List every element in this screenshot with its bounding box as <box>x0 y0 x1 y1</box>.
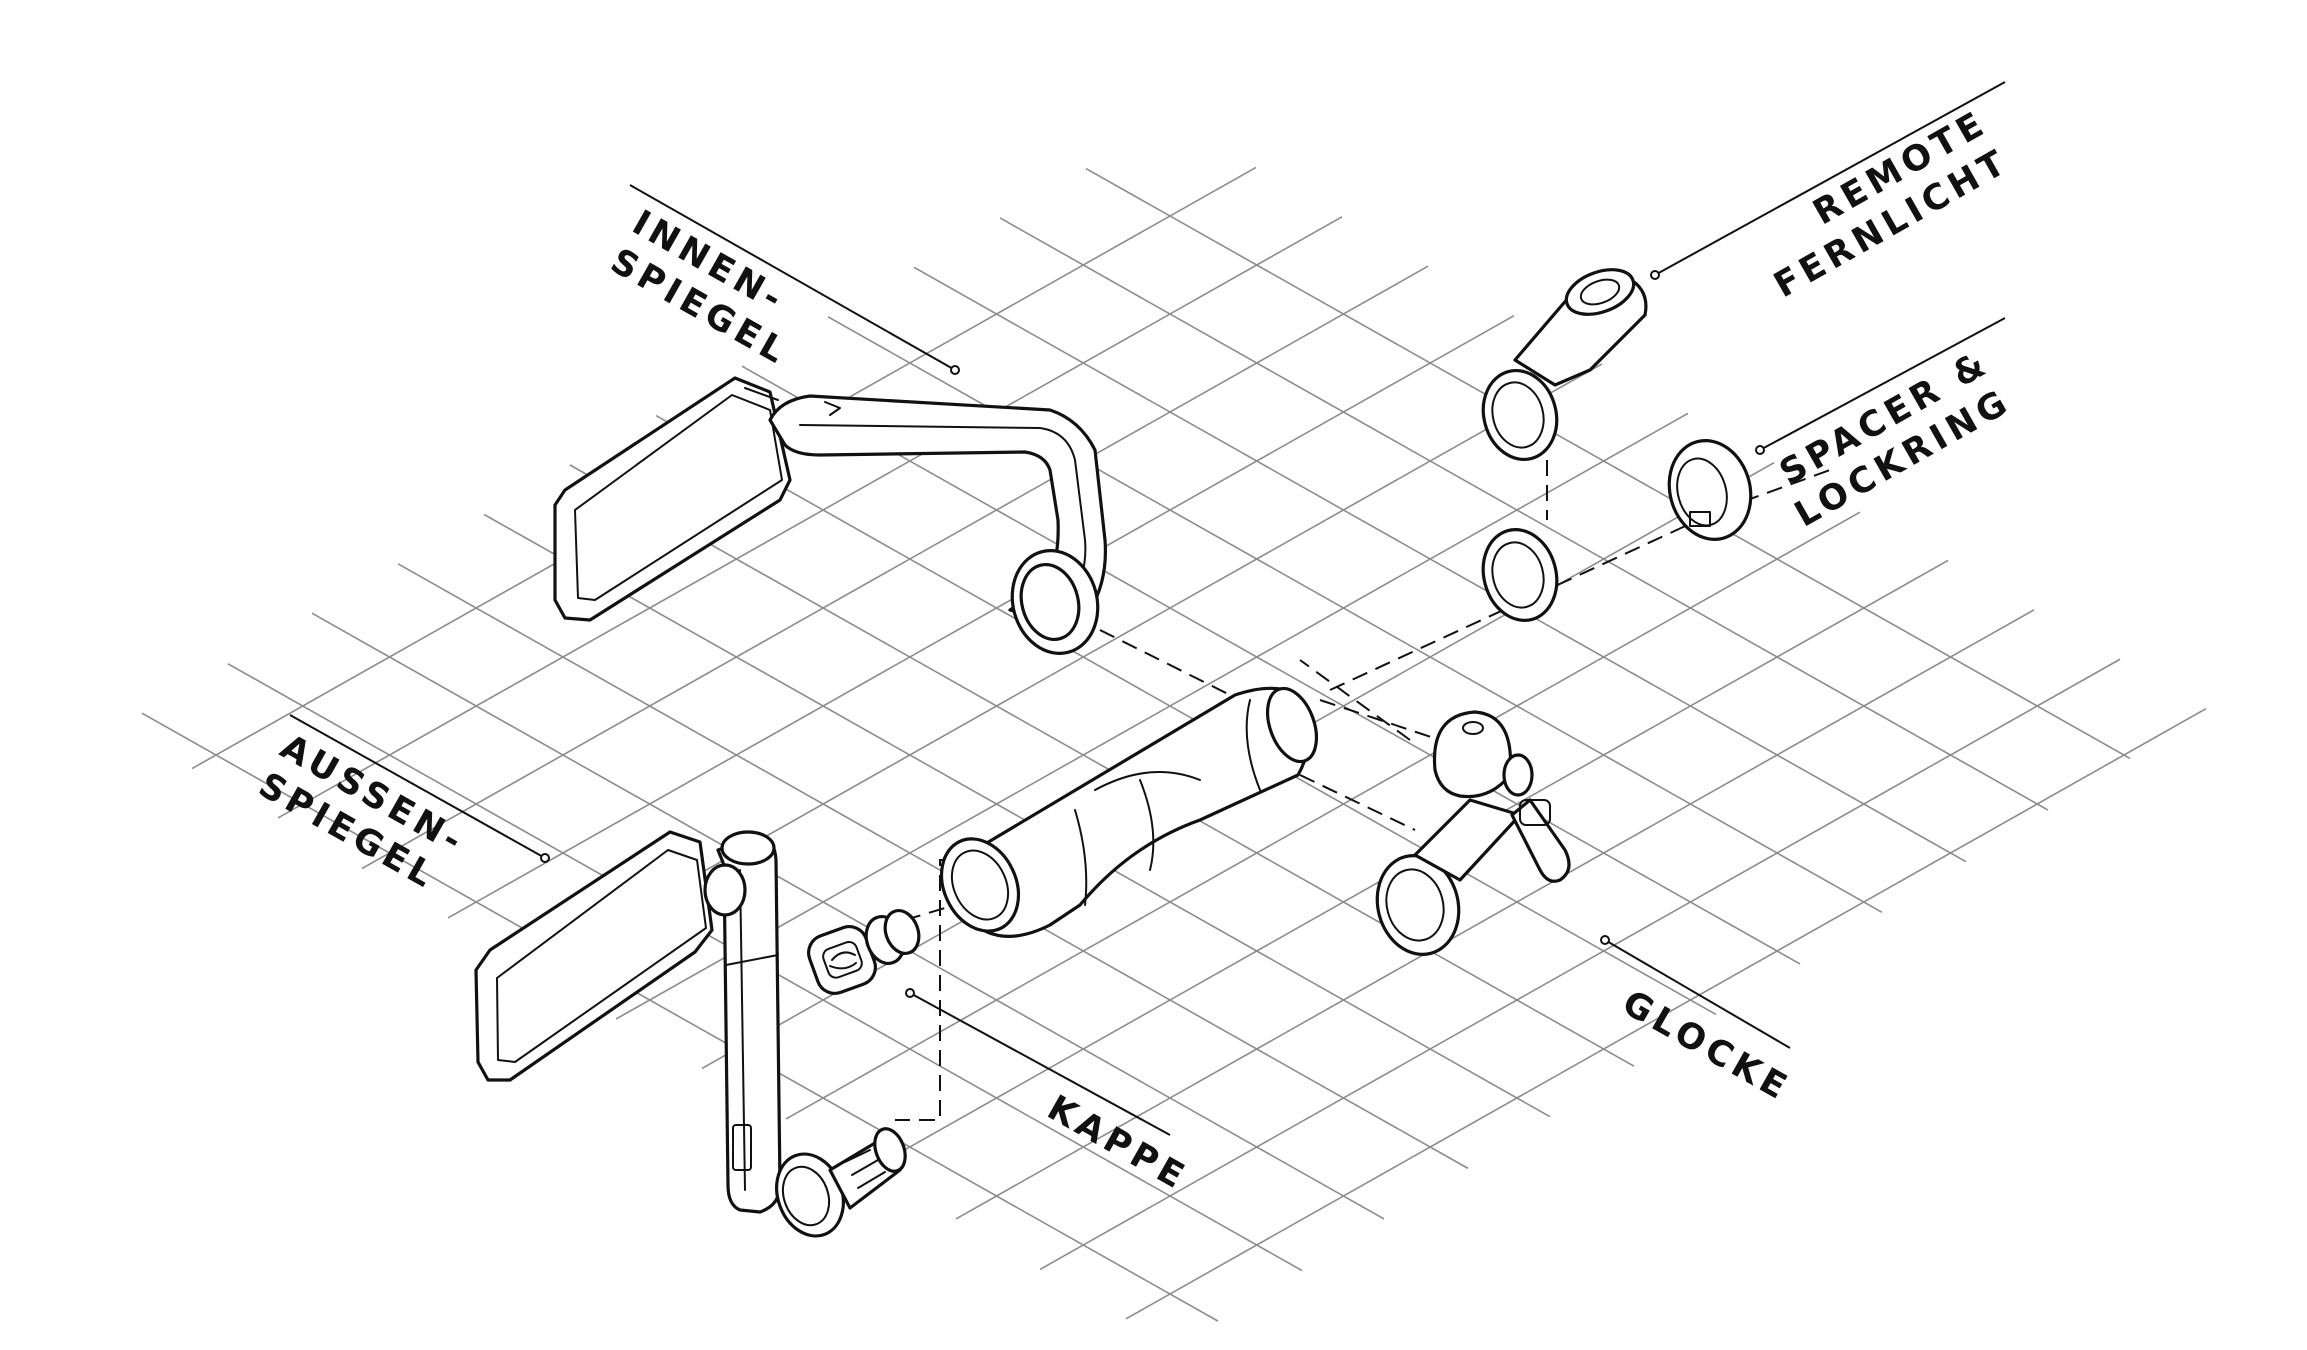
label-aussen-spiegel: AUSSEN- SPIEGEL <box>252 727 473 898</box>
grid-line <box>655 414 1717 1016</box>
grid-line <box>447 314 1515 919</box>
inner-mirror-part <box>553 376 1108 655</box>
label-kappe-text: KAPPE <box>1041 1088 1195 1199</box>
grid-line <box>955 609 2035 1220</box>
brand-logo-mark <box>732 1124 752 1171</box>
bell-dome <box>1432 710 1513 799</box>
grid-line <box>1085 167 2131 760</box>
grid-line <box>397 563 1469 1170</box>
spacer-lockring-part <box>1481 439 1753 622</box>
grip-open-end <box>939 837 1021 933</box>
spacer-ring <box>1481 528 1559 622</box>
grid-line <box>531 363 1603 970</box>
label-glocke: GLOCKE <box>1616 983 1798 1110</box>
label-glocke-text: GLOCKE <box>1616 983 1798 1110</box>
lockring-screw <box>1689 511 1711 527</box>
grid-line <box>569 464 1635 1067</box>
glocke-part <box>1375 710 1571 956</box>
label-spacer-lockring: SPACER & LOCKRING <box>1773 343 2018 535</box>
outer-mirror-housing <box>474 830 714 1082</box>
remote-button <box>1564 268 1636 316</box>
grid-line <box>615 412 1689 1020</box>
label-remote-fernlicht: REMOTE FERNLICHT <box>1768 103 2017 306</box>
grid-line <box>785 511 1861 1120</box>
outer-mirror-part <box>474 830 907 1238</box>
grid-line <box>999 217 2049 811</box>
remote-fernlicht-part <box>1481 268 1648 462</box>
grid-line <box>1039 658 2121 1271</box>
label-innen-spiegel: INNEN- SPIEGEL <box>604 203 796 374</box>
inner-mirror-arm <box>768 394 1108 632</box>
grip-part <box>939 686 1319 938</box>
grip-end-collar <box>1265 686 1319 764</box>
grid-line <box>141 712 1219 1322</box>
grid-line <box>1125 707 2207 1320</box>
grid-line <box>311 612 1385 1220</box>
grid-line <box>741 365 1801 965</box>
grid-line <box>277 216 1343 819</box>
grid-line <box>361 265 1429 870</box>
leader-lines <box>289 81 2006 1136</box>
grid-line <box>483 513 1551 1118</box>
grid-line <box>913 266 1967 863</box>
label-kappe: KAPPE <box>1041 1088 1195 1199</box>
kappe-part <box>807 909 921 995</box>
bell-striker <box>1502 753 1534 797</box>
